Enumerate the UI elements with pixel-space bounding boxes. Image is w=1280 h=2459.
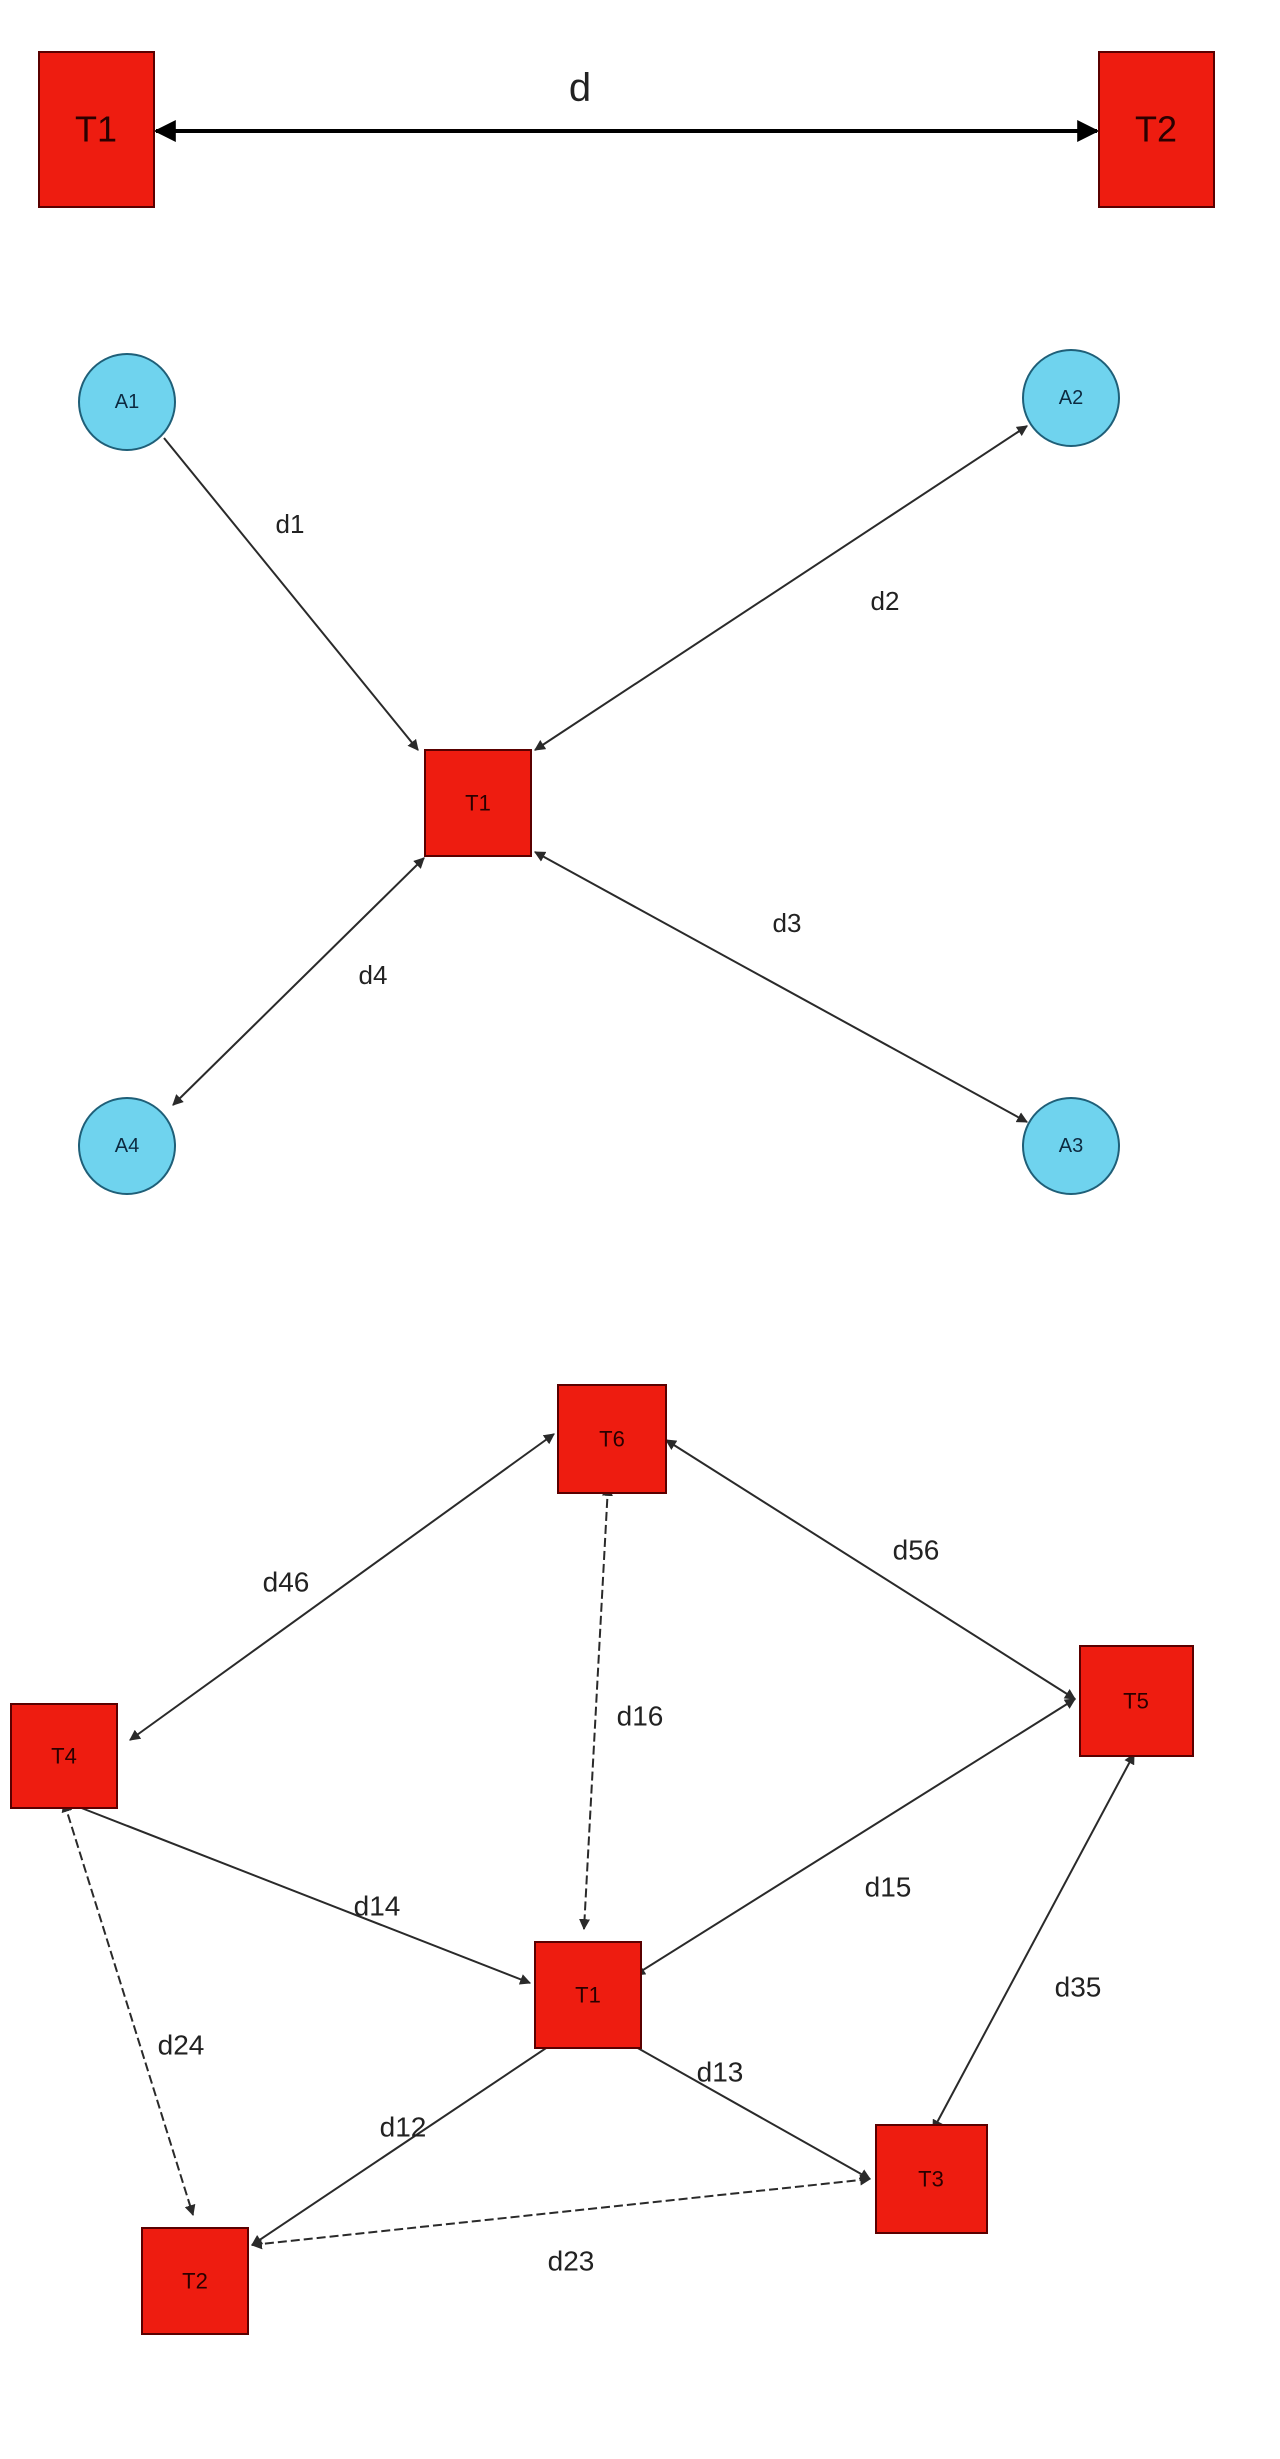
edge-d46 [129,1433,555,1741]
edge-label-d35: d35 [1055,1972,1102,2003]
edge-label-d15: d15 [865,1872,912,1903]
svg-text:T1: T1 [75,109,117,150]
svg-text:T2: T2 [182,2269,208,2294]
edge-label-d3: d3 [773,908,802,938]
svg-text:T5: T5 [1123,1689,1149,1714]
node-t1-bottom: T1 [534,1941,642,2049]
edge-label-d1: d1 [276,509,305,539]
svg-text:T1: T1 [465,791,491,816]
svg-text:A1: A1 [115,391,139,413]
node-t1-top: T1 [38,51,155,208]
edge-d24 [61,1800,196,2217]
node-a2: A2 [1022,349,1120,447]
edge-d3 [534,851,1028,1123]
edge-label-d23: d23 [548,2246,595,2277]
node-t3: T3 [875,2124,988,2234]
edge-d1 [163,437,419,751]
svg-text:T1: T1 [575,1983,601,2008]
edge-label-d46: d46 [263,1567,310,1598]
node-t4: T4 [10,1703,118,1809]
diagram-bottom: d46 d56 d16 d14 d15 d24 d35 d12 d13 d23 … [10,1384,1194,2335]
edge-d56 [665,1439,1076,1700]
node-t2-bottom: T2 [141,2227,249,2335]
edge-d14 [59,1798,532,1985]
node-t2-top: T2 [1098,51,1215,208]
node-t6: T6 [557,1384,667,1494]
edge-label-d16: d16 [617,1701,664,1732]
edge-d4 [172,857,425,1106]
node-a4: A4 [78,1097,176,1195]
svg-text:A2: A2 [1059,387,1083,409]
diagram-top: d T1 T2 [38,51,1215,208]
edge-d35 [932,1753,1135,2131]
edge-label-d: d [569,66,591,110]
edge-label-d56: d56 [893,1535,940,1566]
svg-text:A3: A3 [1059,1135,1083,1157]
svg-text:T3: T3 [918,2167,944,2192]
node-a3: A3 [1022,1097,1120,1195]
svg-text:T4: T4 [51,1744,77,1769]
edge-d16 [579,1484,613,1931]
edge-label-d24: d24 [158,2030,205,2061]
edge-d15 [634,1698,1076,1976]
edge-label-d13: d13 [697,2057,744,2088]
node-t5: T5 [1079,1645,1194,1757]
svg-text:A4: A4 [115,1135,139,1157]
node-t1-middle: T1 [424,749,532,857]
svg-text:T6: T6 [599,1427,625,1452]
svg-text:T2: T2 [1135,109,1177,150]
edge-label-d2: d2 [871,586,900,616]
edge-label-d12: d12 [380,2112,427,2143]
diagram-middle: d1 d2 d3 d4 T1 A1 A2 A3 A4 [78,349,1120,1195]
edge-label-d14: d14 [354,1891,401,1922]
edge-label-d4: d4 [359,960,388,990]
edge-d2 [534,425,1028,751]
node-a1: A1 [78,353,176,451]
edge-d23 [250,2174,872,2250]
